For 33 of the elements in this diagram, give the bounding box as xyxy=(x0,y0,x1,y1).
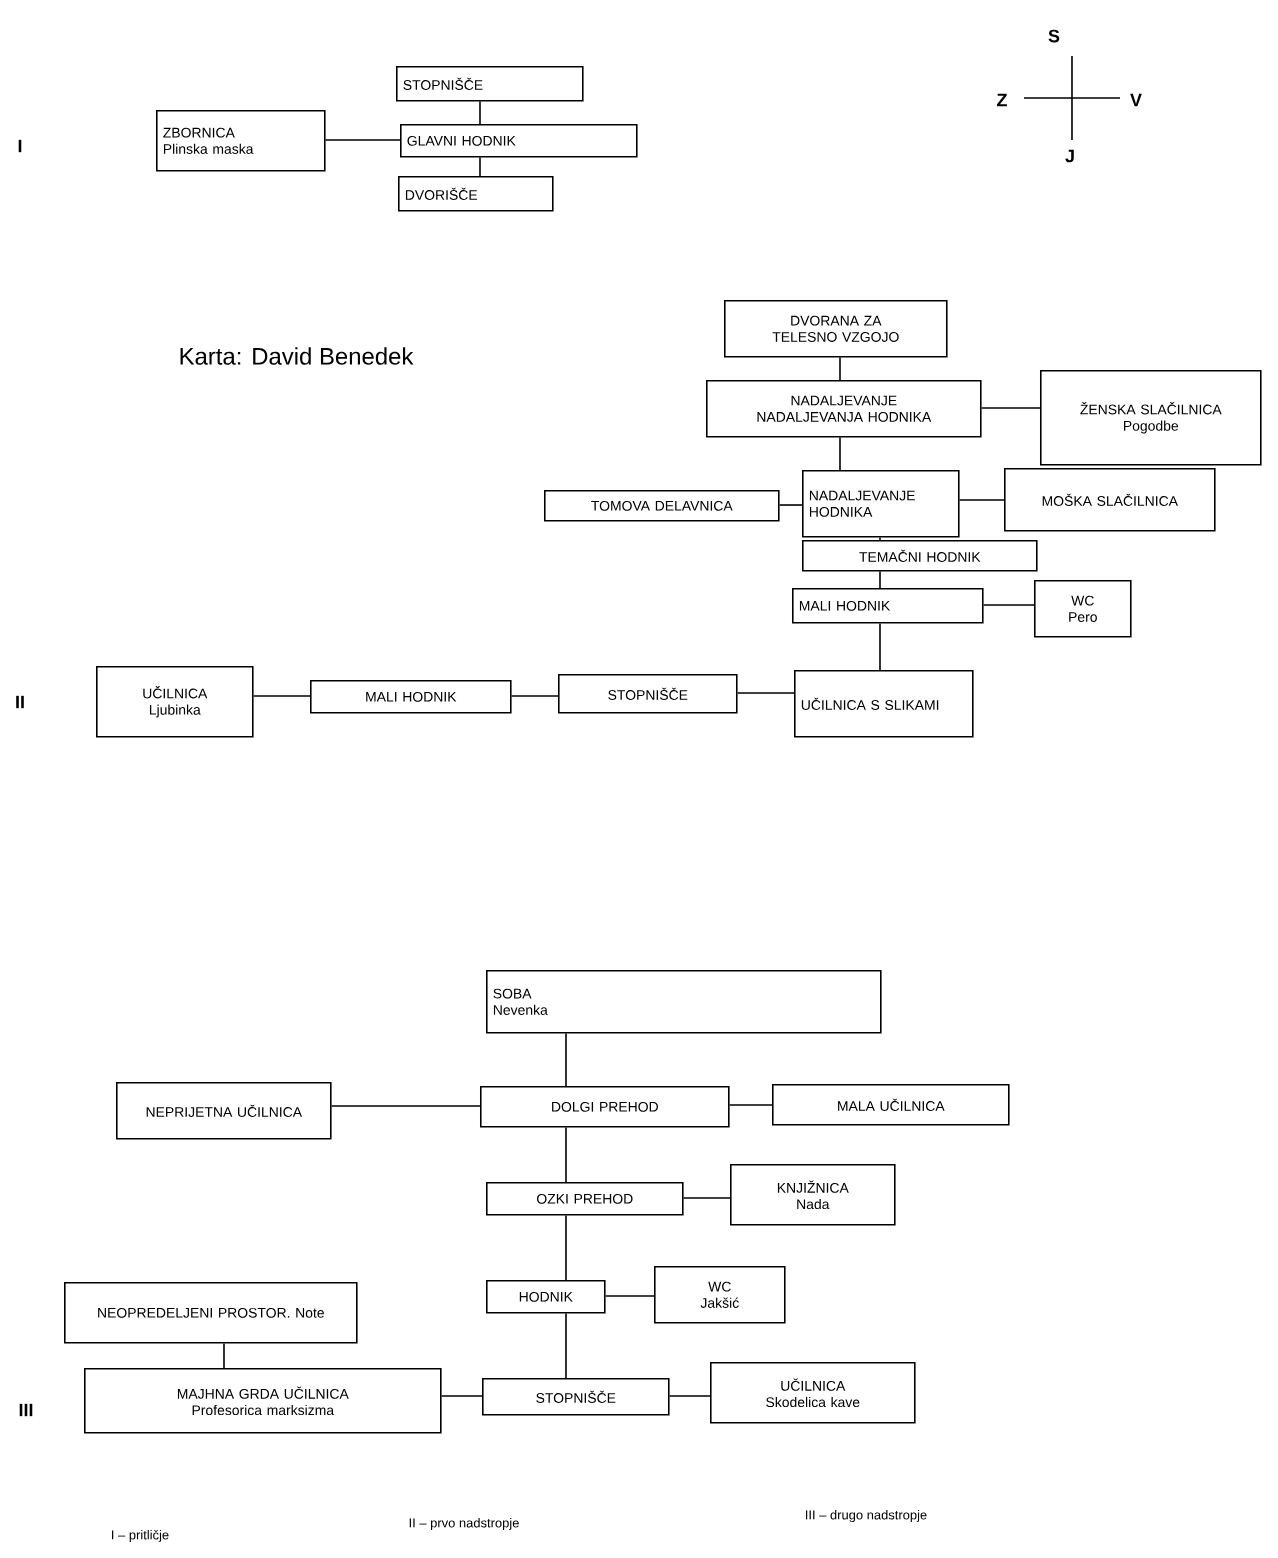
connector-line xyxy=(223,1342,225,1369)
connector-line xyxy=(668,1395,711,1397)
connector-line xyxy=(479,100,481,125)
compass-letter: V xyxy=(1130,93,1142,107)
compass-letter: Z xyxy=(997,93,1007,107)
connector-line xyxy=(982,604,1035,606)
connector-line xyxy=(510,695,559,697)
connector-line xyxy=(330,1105,481,1107)
connector-line xyxy=(839,436,841,471)
connector-line xyxy=(682,1197,731,1199)
credit-text: Karta: David Benedek xyxy=(180,347,414,365)
connector-line xyxy=(440,1395,483,1397)
connector-line xyxy=(565,1126,567,1183)
connector-line xyxy=(879,570,881,589)
connector-line xyxy=(980,407,1041,409)
connector-line xyxy=(958,499,1005,501)
compass-letter: J xyxy=(1065,149,1074,163)
connector-line xyxy=(778,504,803,506)
floor-numeral: III xyxy=(19,1403,33,1417)
connector-line xyxy=(565,1032,567,1087)
compass-letter: S xyxy=(1048,29,1060,43)
floor-numeral: I xyxy=(18,139,22,153)
connector-line xyxy=(604,1295,655,1297)
connector-line xyxy=(565,1312,567,1379)
connector-line xyxy=(252,695,311,697)
connector-line xyxy=(479,156,481,177)
connector-line xyxy=(839,356,841,381)
connector-line xyxy=(879,622,881,671)
connector-line xyxy=(728,1104,773,1106)
connector-line xyxy=(324,139,401,141)
connector-line xyxy=(736,692,795,694)
connector-line xyxy=(565,1214,567,1281)
floor-numeral: II xyxy=(16,695,24,709)
